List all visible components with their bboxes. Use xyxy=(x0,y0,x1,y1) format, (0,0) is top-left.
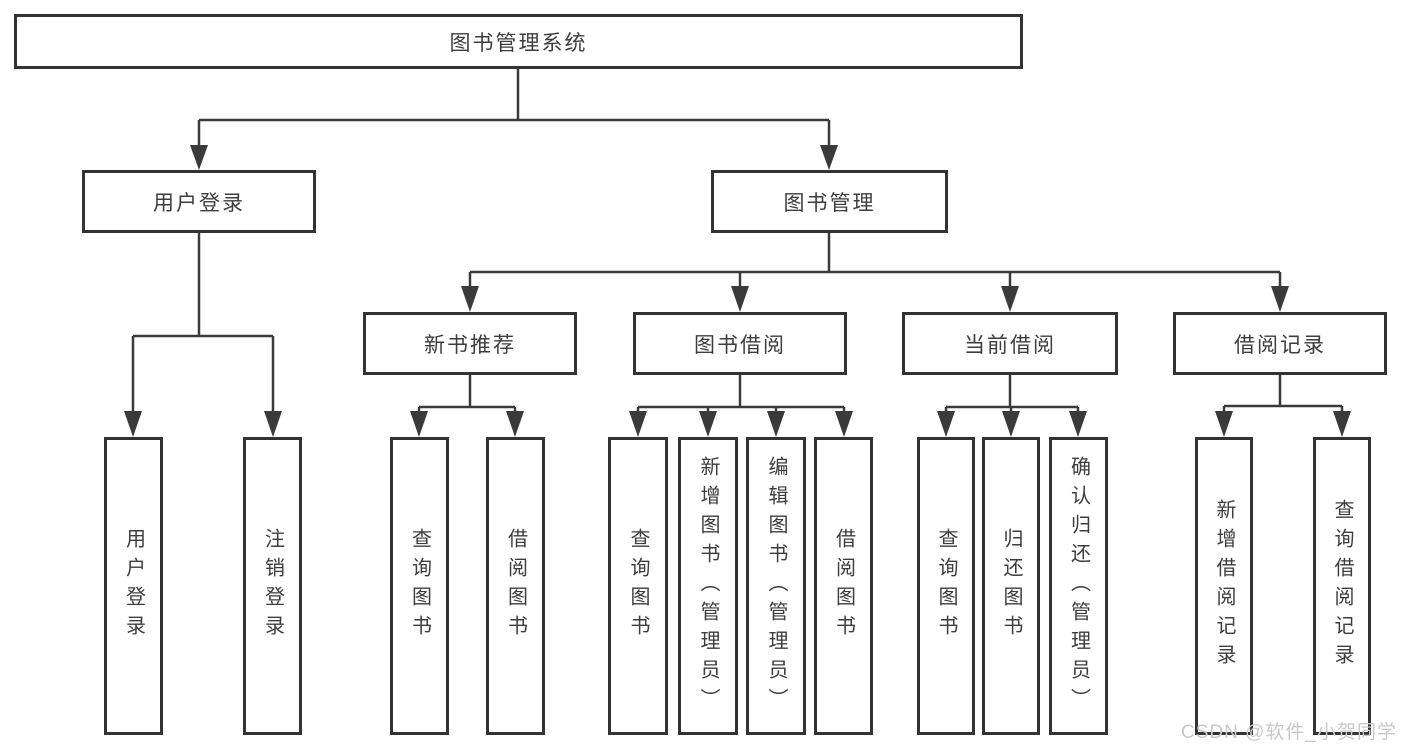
node-cb-return: 归还图书 xyxy=(982,437,1040,735)
node-ul-login-label: 用户登录 xyxy=(122,528,145,644)
csdn-watermark: CSDN @软件_小贺同学 xyxy=(1181,722,1397,743)
node-cb-query: 查询图书 xyxy=(917,437,975,735)
node-ul-logout-label: 注销登录 xyxy=(261,528,284,644)
node-bb-edit-label: 编辑图书（管理员） xyxy=(765,455,787,717)
node-bb-query: 查询图书 xyxy=(608,437,668,735)
node-bb-add: 新增图书（管理员） xyxy=(678,437,738,735)
node-user-login: 用户登录 xyxy=(82,170,316,233)
connector-borrow-records xyxy=(1222,375,1344,413)
node-book-mgmt: 图书管理 xyxy=(711,170,948,233)
node-br-add: 新增借阅记录 xyxy=(1195,437,1253,735)
node-book-mgmt-label: 图书管理 xyxy=(783,191,876,215)
connector-book-borrow xyxy=(636,375,846,413)
node-ul-logout: 注销登录 xyxy=(243,437,302,735)
node-book-borrow-label: 图书借阅 xyxy=(694,333,786,357)
node-new-book-rec-label: 新书推荐 xyxy=(424,333,516,357)
node-borrow-records: 借阅记录 xyxy=(1173,312,1387,375)
node-current-borrow: 当前借阅 xyxy=(902,312,1118,375)
node-ul-login: 用户登录 xyxy=(104,437,163,735)
node-new-book-rec: 新书推荐 xyxy=(363,312,577,375)
node-cb-return-label: 归还图书 xyxy=(1000,528,1022,644)
connector-book-mgmt xyxy=(468,233,1282,289)
node-cb-confirm: 确认归还（管理员） xyxy=(1049,437,1108,735)
node-bb-borrow: 借阅图书 xyxy=(814,437,873,735)
connector-user-login xyxy=(131,233,275,413)
node-br-query: 查询借阅记录 xyxy=(1313,437,1371,735)
node-nb-query: 查询图书 xyxy=(390,437,449,735)
node-nb-borrow-label: 借阅图书 xyxy=(504,528,527,644)
node-user-login-label: 用户登录 xyxy=(153,191,245,215)
node-br-add-label: 新增借阅记录 xyxy=(1213,499,1235,673)
node-current-borrow-label: 当前借阅 xyxy=(964,333,1056,357)
connector-current-borrow xyxy=(944,375,1080,413)
connector-root xyxy=(197,69,831,147)
node-bb-edit: 编辑图书（管理员） xyxy=(746,437,806,735)
node-cb-confirm-label: 确认归还（管理员） xyxy=(1067,455,1090,717)
node-bb-query-label: 查询图书 xyxy=(627,528,649,644)
node-book-borrow: 图书借阅 xyxy=(633,312,847,375)
node-root-label: 图书管理系统 xyxy=(449,31,588,55)
node-bb-add-label: 新增图书（管理员） xyxy=(697,455,719,717)
node-br-query-label: 查询借阅记录 xyxy=(1331,499,1353,673)
node-borrow-records-label: 借阅记录 xyxy=(1234,333,1326,357)
node-bb-borrow-label: 借阅图书 xyxy=(832,528,855,644)
node-cb-query-label: 查询图书 xyxy=(935,528,957,644)
node-nb-borrow: 借阅图书 xyxy=(486,437,545,735)
connector-new-book-rec xyxy=(417,375,517,413)
node-nb-query-label: 查询图书 xyxy=(408,528,431,644)
node-root: 图书管理系统 xyxy=(14,14,1023,69)
